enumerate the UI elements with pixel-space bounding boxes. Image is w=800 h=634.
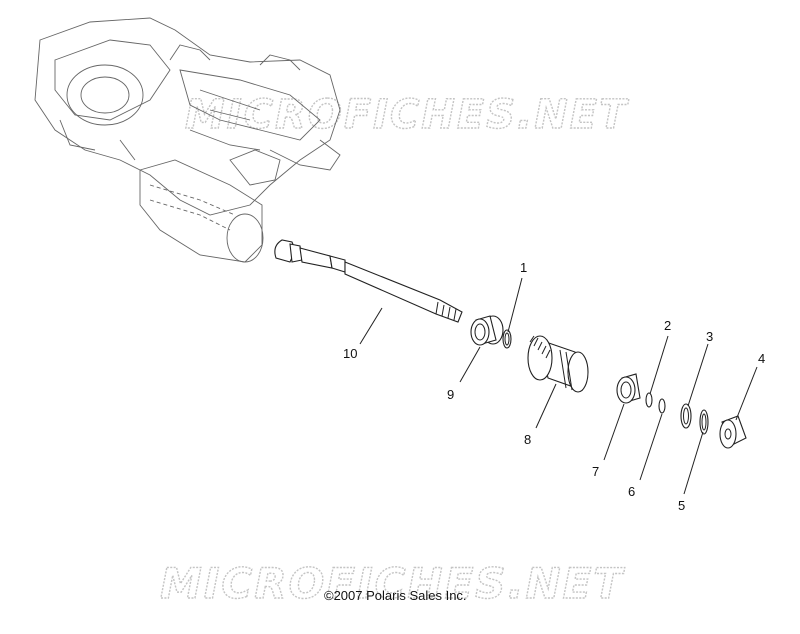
callout-3: 3 [706,329,713,344]
shaft-part-10 [274,239,463,323]
snap-ring-part-1 [502,329,512,349]
callout-1: 1 [520,260,527,275]
callout-5: 5 [678,498,685,513]
washer-part-6 [658,398,666,414]
copyright-text: ©2007 Polaris Sales Inc. [324,588,467,603]
callout-4: 4 [758,351,765,366]
callout-9: 9 [447,387,454,402]
callout-2: 2 [664,318,671,333]
watermark-top: MICROFICHES.NET [185,92,629,138]
bearing-part-7 [616,373,641,404]
gear-part-8 [527,335,589,393]
callout-6: 6 [628,484,635,499]
bearing-part-9 [470,315,504,346]
engine-assembly [34,17,341,263]
snap-ring-part-5 [699,409,709,435]
callout-8: 8 [524,432,531,447]
spacer-part-4 [719,415,747,449]
leader-lines [359,277,758,495]
ring-part-3 [680,403,692,429]
callout-7: 7 [592,464,599,479]
callout-labels: 10 1 9 8 7 2 6 3 5 4 [343,260,765,513]
watermark-bottom: MICROFICHES.NET [160,559,625,608]
washer-part-2 [645,392,653,408]
callout-10: 10 [343,346,357,361]
